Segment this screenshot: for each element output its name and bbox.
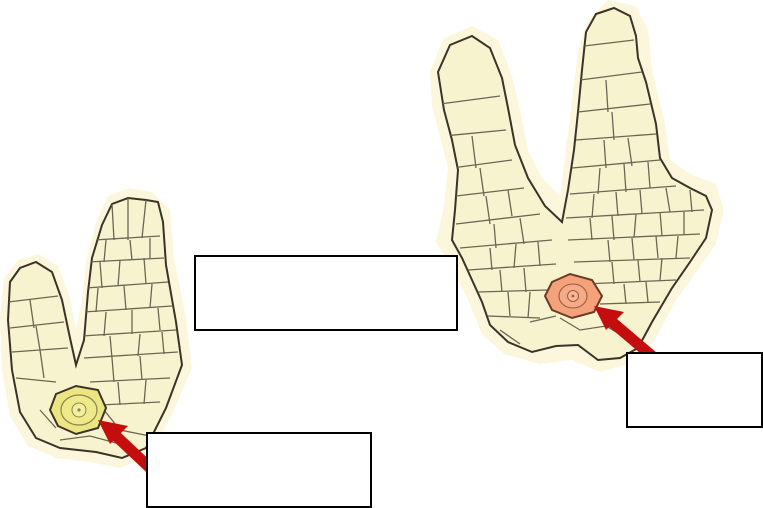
right-label-box[interactable] [626, 352, 763, 428]
left-label-box[interactable] [146, 432, 372, 508]
right-central-cell [545, 274, 602, 318]
left-central-cell [50, 386, 106, 434]
top-label-box[interactable] [194, 255, 458, 331]
left-tissue [0, 188, 192, 468]
right-tissue [430, 0, 724, 372]
